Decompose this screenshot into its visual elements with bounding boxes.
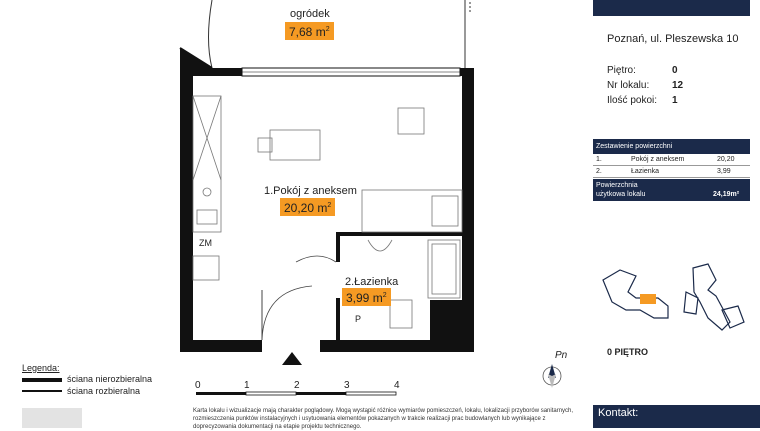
scale-tick: 3 [344,380,350,391]
bed [361,189,463,233]
bathroom-fixtures [367,239,461,329]
scale-bar [196,391,397,396]
summary-title: Zestawienie powierzchni [593,139,750,154]
info-value-rooms: 1 [672,95,678,106]
scale-tick: 0 [195,380,201,391]
logo-fragment [22,408,82,428]
room-1-area-badge: 20,20 m2 [280,198,336,216]
summary-total: Powierzchnia użytkowa lokalu 24,19m² [593,179,750,201]
disclaimer-text: Karta lokalu i wizualizacje mają charakt… [193,408,574,430]
legend-removable-wall [22,390,62,392]
summary-row: 2. Łazienka 3,99 [593,166,750,178]
p-label: P [355,314,362,324]
contact-bar [593,405,760,428]
zm-label: ZM [199,238,212,248]
north-label: Pn [555,350,568,361]
outer-walls [180,68,474,352]
scale-tick: 4 [394,380,400,391]
info-label-unit: Nr lokalu: [607,80,650,91]
legend-solid-wall [22,378,62,382]
info-label-rooms: Ilość pokoi: [607,95,658,106]
room-2-label: 2.Łazienka [345,276,399,288]
building-key-plan [602,263,745,331]
legend-title: Legenda: [22,363,60,373]
desk [257,107,425,161]
info-value-unit: 12 [672,80,684,91]
kitchenette [192,95,222,281]
door-swing [261,285,313,341]
room-1-label: 1.Pokój z aneksem [264,185,357,197]
garden-boundary [208,0,213,69]
address: Poznań, ul. Pleszewska 10 [607,33,739,45]
panel-header-bar [593,0,750,16]
legend-item-2: ściana rozbieralna [67,386,141,396]
unit-highlight [640,294,656,304]
bathroom-walls [336,232,462,340]
info-value-floor: 0 [672,65,678,76]
scale-tick: 1 [244,380,250,391]
contact-label: Kontakt: [598,407,639,419]
legend-item-1: ściana nierozbieralna [67,374,153,384]
info-label-floor: Piętro: [607,65,636,76]
garden-label: ogródek [290,8,330,20]
summary-row: 1. Pokój z aneksem 20,20 [593,154,750,166]
entrance-marker [282,352,302,365]
area-summary-table: Zestawienie powierzchni 1. Pokój z aneks… [593,139,750,201]
floor-label: 0 PIĘTRO [607,347,649,357]
compass-icon [542,364,562,388]
scale-tick: 2 [294,380,300,391]
room-2-area-badge: 3,99 m2 [342,288,391,306]
garden-area-badge: 7,68 m2 [285,22,334,40]
floor-plan [179,0,562,396]
